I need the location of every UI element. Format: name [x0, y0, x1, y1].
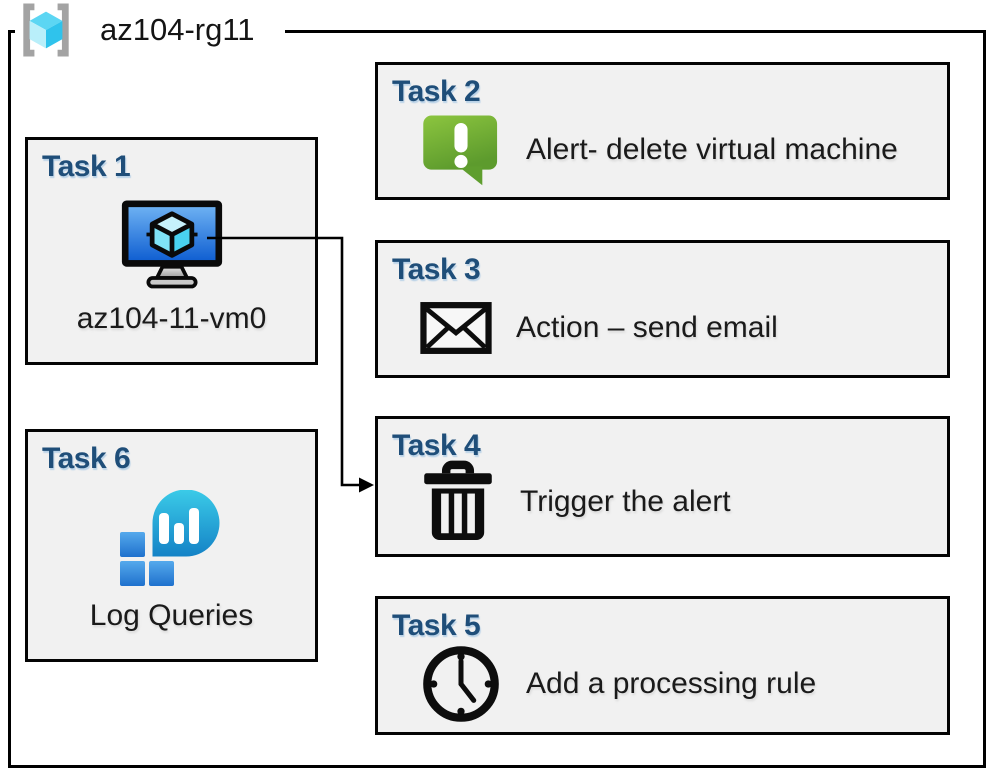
alert-icon [423, 115, 498, 185]
log-queries-icon [119, 489, 219, 586]
task4-label: Trigger the alert [520, 484, 731, 518]
resource-group-border-gap [15, 26, 285, 36]
task6-label: Log Queries [89, 599, 254, 632]
clock-icon [423, 646, 499, 722]
task1-heading: Task 1 [42, 150, 131, 183]
task2-label: Alert- delete virtual machine [526, 132, 898, 166]
task5-box: Task 5 Add a processing rule [375, 596, 950, 735]
task4-heading: Task 4 [392, 429, 481, 462]
virtual-machine-icon [121, 200, 222, 288]
task1-label: az104-11-vm0 [76, 302, 267, 335]
task3-label: Action – send email [516, 310, 778, 344]
task3-heading: Task 3 [392, 253, 481, 286]
task6-box: Task 6 Log Queries [25, 429, 318, 662]
task4-box: Trigger the alert Task 4 [375, 416, 950, 557]
email-icon [420, 301, 492, 354]
task5-heading: Task 5 [392, 609, 481, 642]
task5-label: Add a processing rule [526, 667, 817, 700]
task2-heading: Task 2 [392, 75, 481, 108]
task1-box: Task 1 az104-11-vm0 [25, 137, 318, 365]
task3-box: Task 3 Action – send email [375, 240, 950, 378]
task6-heading: Task 6 [42, 442, 131, 475]
resource-group-icon [23, 3, 69, 57]
resource-group-title: az104-rg11 [100, 12, 255, 47]
task2-box: Task 2 Alert- delete virtual machine [375, 62, 950, 200]
trash-icon [424, 460, 492, 540]
